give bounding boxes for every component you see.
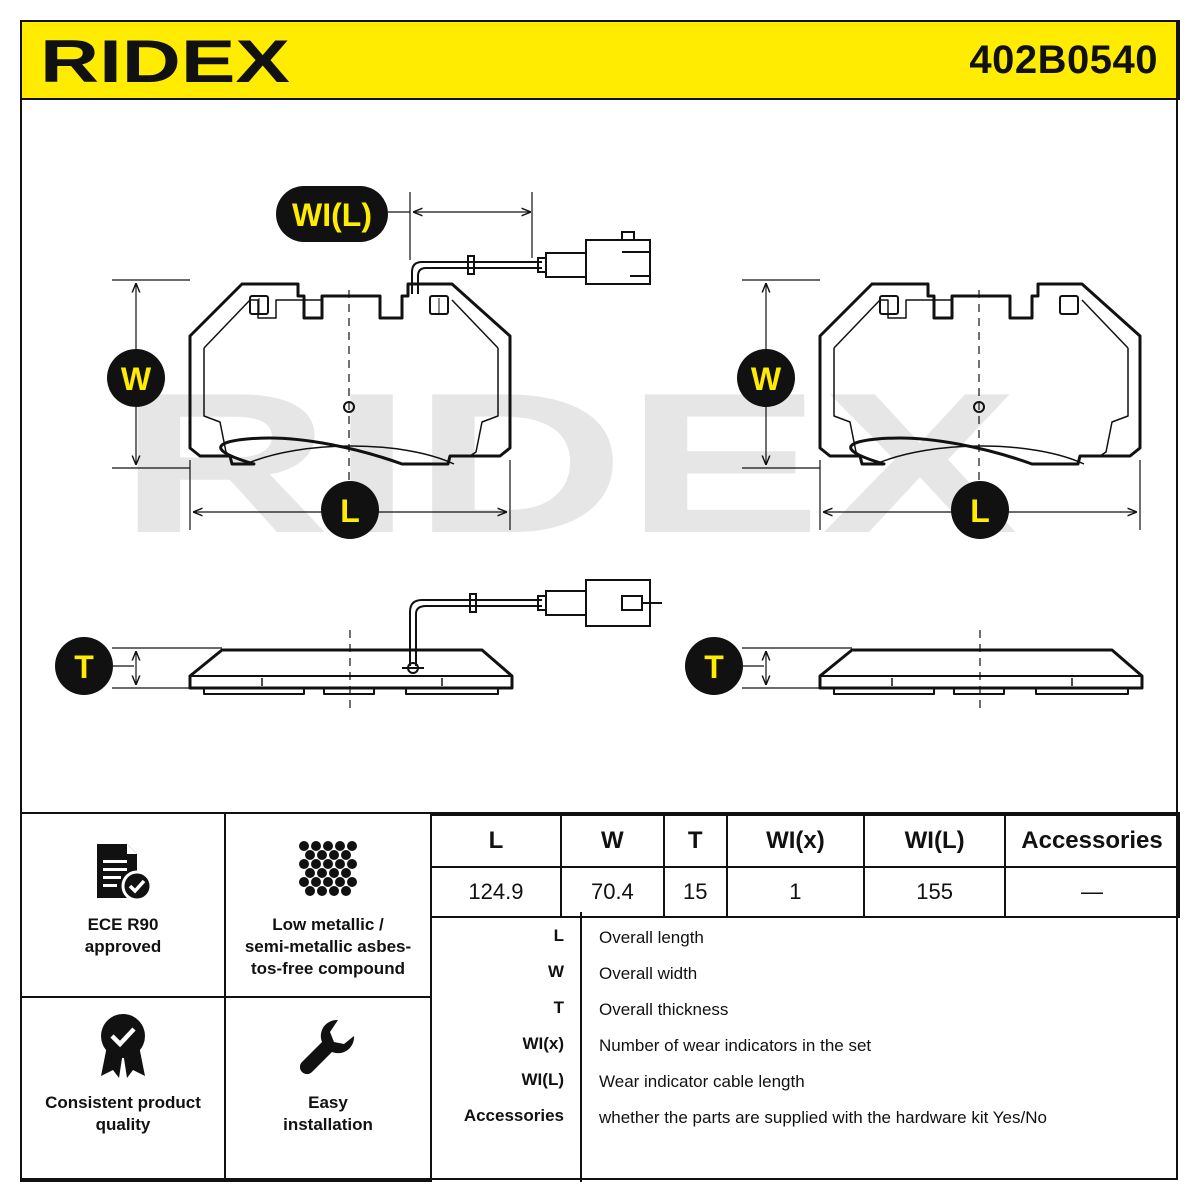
badge-w-left xyxy=(107,349,165,407)
ridex-logo: RIDEX xyxy=(40,28,290,92)
legend-abbr: T xyxy=(553,998,564,1017)
wear-indicator-cable-side xyxy=(402,579,662,674)
document-check-icon xyxy=(97,844,153,902)
svg-text:W: W xyxy=(121,361,152,397)
legend-desc: Overall width xyxy=(599,964,698,983)
wear-indicator-cable xyxy=(411,231,651,294)
feature-compound: Low metallic / semi-metallic asbes- tos-… xyxy=(226,814,432,998)
badge-t-right xyxy=(685,637,743,695)
legend-desc: whether the parts are supplied with the … xyxy=(599,1108,1047,1127)
legend-abbr: L xyxy=(553,926,564,945)
spec-table: L W T WI(x) WI(L) Accessories 124.9 70.4… xyxy=(430,814,1180,918)
badge-l-left xyxy=(321,481,379,539)
spec-value-row: 124.9 70.4 15 1 155 — xyxy=(430,866,1180,918)
spec-value: 155 xyxy=(863,866,1006,918)
svg-text:T: T xyxy=(704,649,724,685)
compound-grid-icon xyxy=(299,841,357,896)
feature-ece-label: ECE R90 approved xyxy=(84,915,162,956)
badge-wi-l xyxy=(276,186,388,242)
badge-l-right xyxy=(951,481,1009,539)
technical-drawing: RIDEX WI(L) W L xyxy=(55,186,1144,712)
spec-value: — xyxy=(1004,866,1180,918)
legend-divider xyxy=(580,912,582,1182)
legend-abbr: WI(L) xyxy=(521,1070,564,1089)
brake-pad-front-right xyxy=(818,282,1142,466)
spec-header: L xyxy=(430,814,562,868)
spec-header: WI(x) xyxy=(725,814,866,868)
spec-header: W xyxy=(559,814,665,868)
spec-value: 70.4 xyxy=(559,866,665,918)
legend-desc: Overall thickness xyxy=(599,1000,729,1019)
feature-installation-label: Easy installation xyxy=(283,1093,373,1134)
svg-text:L: L xyxy=(970,493,990,529)
spec-header-row: L W T WI(x) WI(L) Accessories xyxy=(430,814,1180,868)
badge-w-right xyxy=(737,349,795,407)
spec-value: 124.9 xyxy=(430,866,562,918)
legend: L Overall length W Overall width T Overa… xyxy=(430,912,1182,1182)
feature-ece-r90: ECE R90 approved xyxy=(20,814,226,998)
spec-header: WI(L) xyxy=(863,814,1006,868)
outer-frame xyxy=(20,20,1178,1180)
svg-text:L: L xyxy=(340,493,360,529)
brake-pad-side-left xyxy=(188,648,514,695)
part-number: 402B0540 xyxy=(969,38,1158,82)
wrench-icon xyxy=(299,1019,355,1075)
legend-abbr: W xyxy=(547,962,564,981)
svg-text:W: W xyxy=(751,361,782,397)
spec-header: T xyxy=(662,814,728,868)
spec-header: Accessories xyxy=(1004,814,1180,868)
spec-value: 1 xyxy=(725,866,866,918)
info-panel: ECE R90 approved Low metallic / semi-met… xyxy=(20,812,1180,1182)
svg-text:T: T xyxy=(74,649,94,685)
spec-value: 15 xyxy=(662,866,728,918)
legend-desc: Number of wear indicators in the set xyxy=(599,1036,872,1055)
quality-badge-icon xyxy=(101,1014,145,1078)
brake-pad-side-right xyxy=(818,648,1144,695)
legend-abbr: Accessories xyxy=(463,1106,564,1125)
badge-t-left xyxy=(55,637,113,695)
feature-compound-label: Low metallic / semi-metallic asbes- tos-… xyxy=(244,915,412,978)
svg-text:WI(L): WI(L) xyxy=(292,197,372,233)
feature-quality-label: Consistent product quality xyxy=(45,1093,201,1134)
legend-desc: Wear indicator cable length xyxy=(599,1072,805,1091)
brand-name: RIDEX xyxy=(40,28,290,92)
legend-desc: Overall length xyxy=(599,928,704,947)
legend-abbr: WI(x) xyxy=(522,1034,564,1053)
